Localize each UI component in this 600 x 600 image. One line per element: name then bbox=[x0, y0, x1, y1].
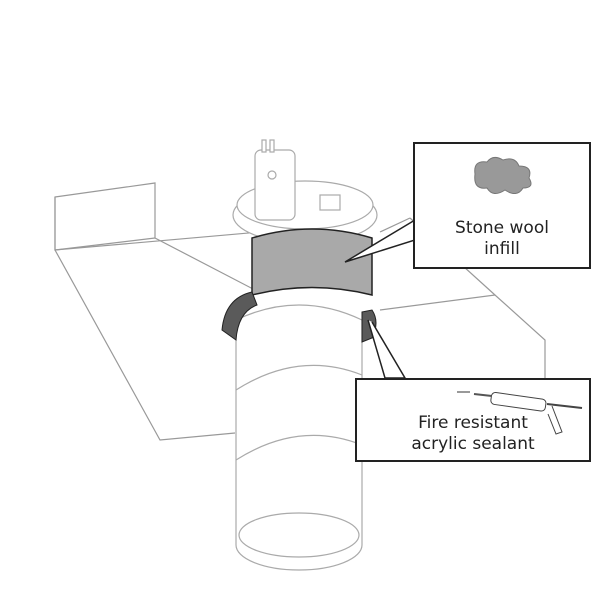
stone-wool-label-line1: Stone wool bbox=[455, 218, 549, 238]
circular-duct bbox=[235, 304, 363, 571]
stone-wool-callout: Stone wool infill bbox=[413, 142, 591, 269]
sealant-callout: Fire resistant acrylic sealant bbox=[355, 378, 591, 462]
sealant-label-line2: acrylic sealant bbox=[411, 434, 535, 454]
stone-wool-label-line2: infill bbox=[484, 239, 520, 259]
concrete-slab-top bbox=[54, 182, 261, 291]
stone-wool-infill bbox=[251, 228, 373, 296]
fire-damper bbox=[232, 139, 378, 244]
slab-edges bbox=[54, 197, 236, 441]
sealant-label-line1: Fire resistant bbox=[418, 413, 528, 433]
sealant-pointer bbox=[367, 319, 407, 379]
caulking-gun-icon bbox=[457, 391, 583, 435]
stone-wool-icon bbox=[474, 156, 532, 194]
